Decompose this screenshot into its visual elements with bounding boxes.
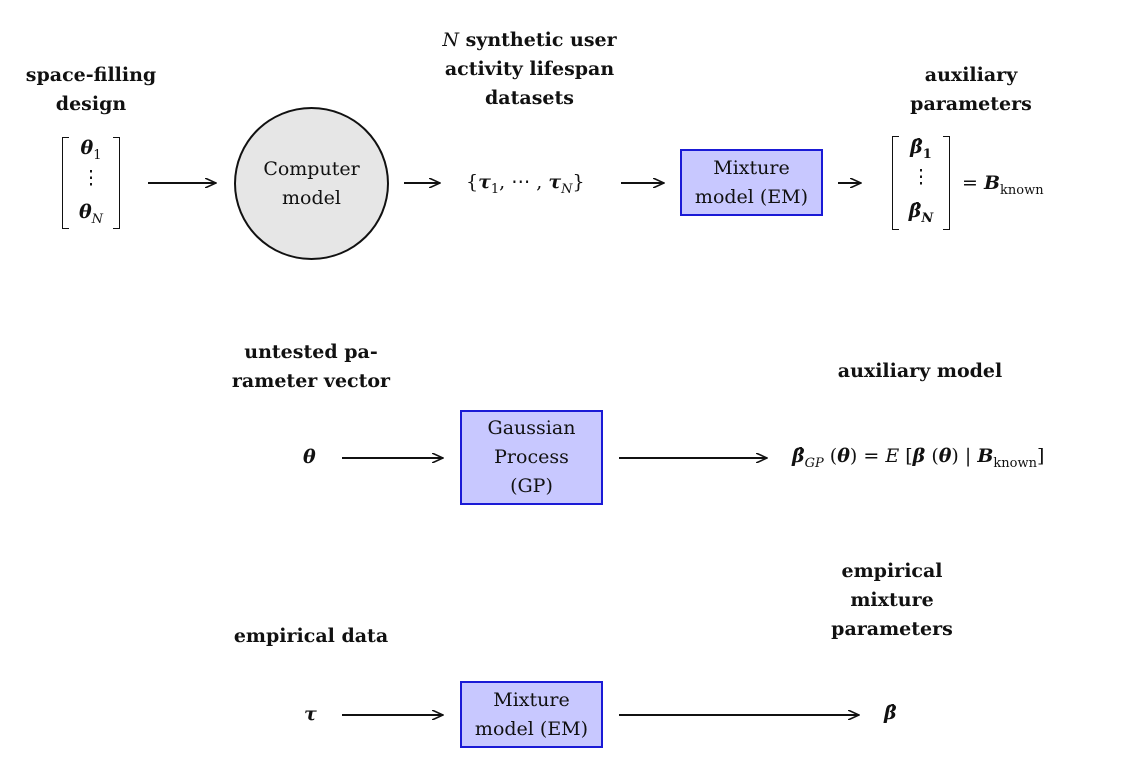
right-bracket (113, 137, 120, 229)
vector-bottom: θN (78, 201, 104, 227)
empirical-mixture-model-box: Mixture model (EM) (460, 681, 603, 748)
empirical-mixture-parameters-label: empirical mixture parameters (831, 560, 953, 640)
computer-model-label: Computer model (263, 157, 360, 209)
vector-top: θ1 (80, 137, 102, 163)
beta-vector: β̂1 ⋮ β̂N (892, 136, 950, 230)
parameter-vector: θ1 ⋮ θN (62, 137, 120, 229)
mixture-model-box: Mixture model (EM) (680, 149, 823, 216)
beta-top: β̂1 (910, 136, 932, 162)
beta-hat-output: β̂ (884, 702, 897, 724)
vector-dots: ⋮ (81, 167, 101, 189)
auxiliary-model-label: auxiliary model (837, 360, 1003, 382)
left-bracket (62, 137, 69, 229)
space-filling-design-label: space-filling design (25, 64, 157, 115)
gp-equation: β̂GP (θ) = E [β (θ) | Bknown] (792, 445, 1045, 471)
auxiliary-parameters-label: auxiliary parameters (910, 64, 1032, 115)
computer-model-node: Computer model (234, 107, 389, 260)
empirical-data-label: empirical data (233, 625, 389, 647)
beta-bottom: β̂N (908, 200, 934, 226)
theta-input: θ (303, 446, 316, 468)
left-bracket (892, 136, 899, 230)
right-bracket (943, 136, 950, 230)
beta-dots: ⋮ (911, 166, 931, 188)
tau-input: τ (304, 703, 317, 725)
b-known-equation: = Bknown (962, 172, 1044, 198)
untested-parameter-label: untested pa- rameter vector (231, 341, 391, 392)
gaussian-process-box: Gaussian Process (GP) (460, 410, 603, 505)
datasets-set: {τ1, ⋯ , τN} (466, 171, 585, 197)
synthetic-datasets-label: N synthetic user activity lifespan datas… (442, 29, 617, 109)
